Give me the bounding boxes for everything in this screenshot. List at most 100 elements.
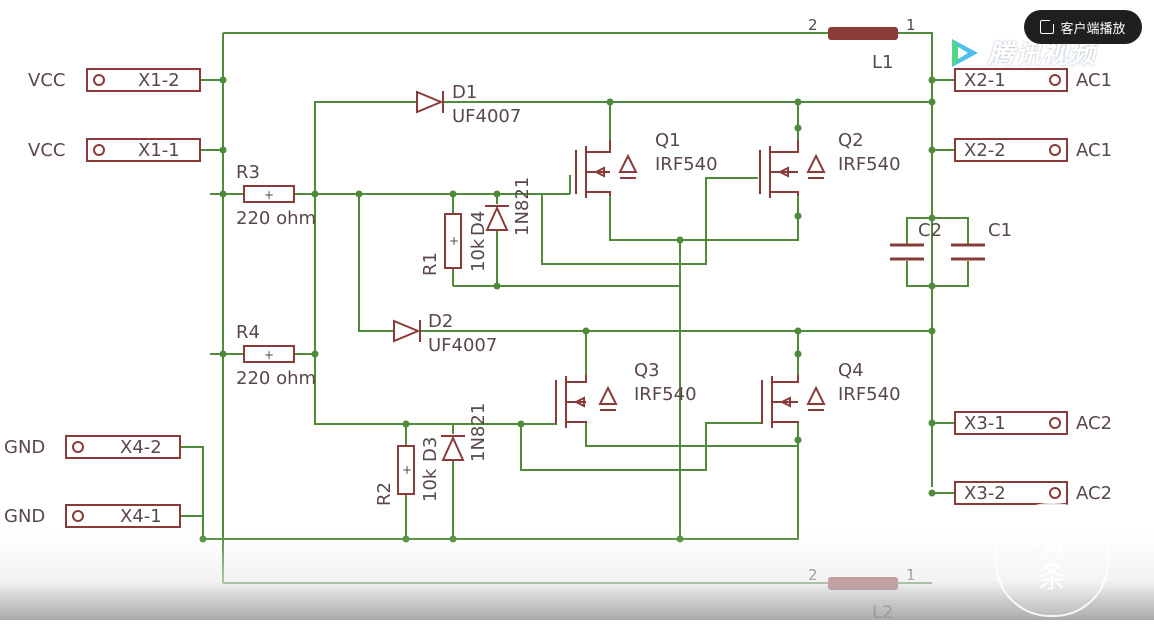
net-label: GND (4, 506, 45, 527)
wire-q3-q4 (520, 331, 799, 471)
diode-value: 1N821 (512, 177, 533, 236)
inductor-l1: 2 1 L1 (808, 16, 916, 73)
resistor-r1: + R1 10k (420, 213, 489, 276)
resistor-value: 10k (420, 468, 441, 502)
zener-d4: D4 1N821 (468, 177, 533, 236)
wire-d2-net (358, 194, 932, 332)
resistor-value: 220 ohm (236, 208, 316, 229)
connector-ac1-x2-2: X2-2 AC1 (954, 138, 1112, 162)
wire-ground-bus (203, 438, 799, 540)
inductor-ref: L1 (872, 52, 893, 73)
wire-x4-2 (180, 446, 204, 539)
wire-r4-gate (314, 354, 557, 425)
capacitor-ref: C2 (918, 220, 942, 241)
connector-ac2-x3-2: X3-2 AC2 (954, 481, 1112, 505)
wire-d1-net (314, 101, 932, 354)
svg-text:+: + (264, 188, 274, 202)
pin-label: 2 (808, 16, 818, 34)
net-label: AC2 (1076, 483, 1112, 504)
seal-char: 条 (1037, 560, 1067, 595)
connector-ac1-x2-1: X2-1 AC1 (954, 68, 1112, 92)
wire-r2-d3 (405, 424, 454, 539)
connector-vcc-x1-1: VCC X1-1 (28, 138, 201, 162)
diode-value: 1N821 (468, 403, 489, 462)
diode-d2: D2 UF4007 (393, 311, 497, 356)
connector-ref: X3-2 (964, 483, 1006, 504)
open-in-client-button[interactable]: 客户端播放 (1024, 10, 1142, 44)
resistor-r4: + R4 220 ohm (236, 322, 316, 389)
video-watermark: 腾讯视频 (946, 34, 1096, 71)
resistor-r2: + R2 10k (374, 445, 441, 506)
mosfet-ref: Q3 (634, 360, 660, 381)
mosfet-q3: Q3 IRF540 (555, 360, 697, 428)
mosfet-ref: Q1 (655, 130, 681, 151)
connector-ref: X4-1 (120, 506, 162, 527)
connector-ref: X1-1 (138, 140, 180, 161)
capacitor-ref: C1 (988, 220, 1012, 241)
resistor-ref: R3 (236, 162, 260, 183)
resistor-value: 10k (468, 238, 489, 272)
wire-caps (906, 217, 969, 287)
connector-ref: X2-2 (964, 140, 1006, 161)
connector-gnd-x4-1: GND X4-1 (4, 504, 181, 528)
svg-text:+: + (264, 348, 274, 362)
connector-ref: X4-2 (120, 437, 162, 458)
net-label: AC2 (1076, 413, 1112, 434)
junctions (199, 76, 936, 543)
resistor-r3: + R3 220 ohm (236, 162, 316, 229)
connector-ref: X2-1 (964, 70, 1006, 91)
seal-char: 看 (1037, 524, 1067, 559)
external-open-icon (1040, 18, 1057, 34)
diode-ref: D3 (420, 437, 441, 462)
mosfet-value: IRF540 (838, 154, 901, 175)
resistor-value: 220 ohm (236, 368, 316, 389)
zener-d3: D3 1N821 (420, 403, 489, 462)
capacitor-c2: C2 (890, 220, 942, 261)
capacitor-c1: C1 (951, 220, 1012, 261)
player-progress-track[interactable] (0, 600, 1154, 604)
net-label: VCC (28, 70, 65, 91)
svg-text:+: + (449, 234, 459, 248)
watermark-text: 腾讯视频 (988, 40, 1097, 70)
diode-value: UF4007 (428, 335, 497, 356)
resistor-ref: R4 (236, 322, 260, 343)
mosfet-value: IRF540 (634, 384, 697, 405)
connector-ac2-x3-1: X3-1 AC2 (954, 411, 1112, 435)
tencent-video-logo-icon (952, 38, 978, 67)
open-in-client-label: 客户端播放 (1060, 21, 1126, 37)
wire-r1-d4 (452, 194, 680, 287)
connector-ref: X3-1 (964, 413, 1006, 434)
net-label: GND (4, 437, 45, 458)
mosfet-q2: Q2 IRF540 (759, 130, 901, 198)
net-label: AC1 (1076, 140, 1112, 161)
wire-q1 (541, 102, 799, 265)
svg-text:+: + (402, 463, 412, 477)
resistor-ref: R2 (374, 482, 395, 506)
connector-ref: X1-2 (138, 70, 180, 91)
mosfet-q1: Q1 IRF540 (575, 130, 718, 198)
mosfet-value: IRF540 (655, 154, 718, 175)
channel-seal-watermark: 看 条 (995, 503, 1109, 617)
diode-d1: D1 UF4007 (416, 82, 521, 127)
wires (180, 32, 969, 584)
diode-ref: D4 (468, 211, 489, 236)
connector-vcc-x1-2: VCC X1-2 (28, 68, 201, 92)
diode-ref: D1 (452, 82, 477, 103)
net-label: VCC (28, 140, 65, 161)
wire-top-rail (223, 32, 933, 487)
diode-ref: D2 (428, 311, 453, 332)
mosfet-ref: Q2 (838, 130, 864, 151)
net-label: AC1 (1076, 70, 1112, 91)
mosfet-q4: Q4 IRF540 (761, 360, 901, 428)
pin-label: 1 (906, 566, 916, 584)
resistor-ref: R1 (420, 252, 441, 276)
mosfet-value: IRF540 (838, 384, 901, 405)
inductor-l2: 2 1 L2 (808, 566, 916, 623)
diode-value: UF4007 (452, 106, 521, 127)
inductor-ref: L2 (872, 602, 893, 620)
pin-label: 2 (808, 566, 818, 584)
mosfet-ref: Q4 (838, 360, 864, 381)
pin-label: 1 (906, 16, 916, 34)
connector-gnd-x4-2: GND X4-2 (4, 435, 181, 459)
